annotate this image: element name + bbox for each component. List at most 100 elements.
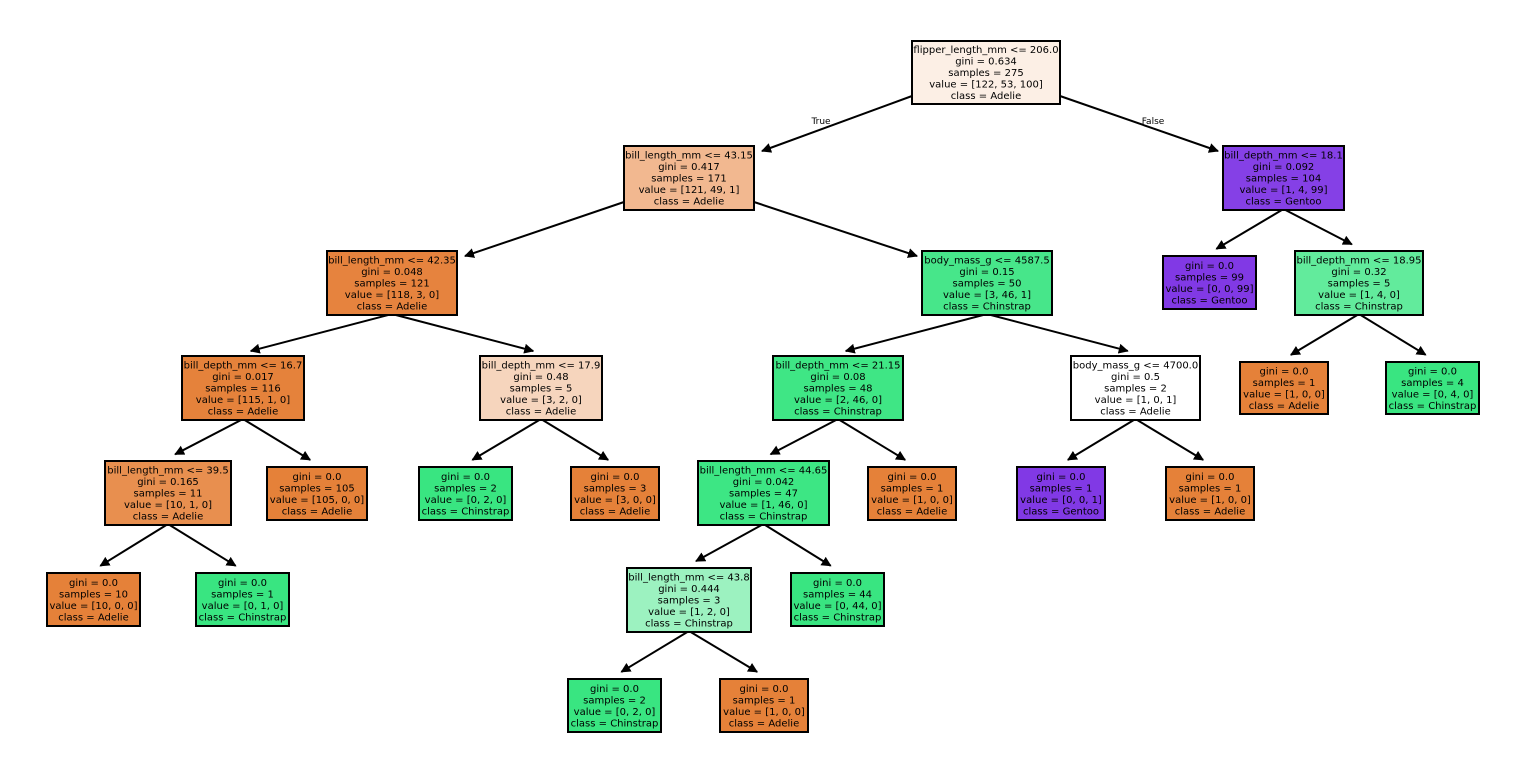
node-line: class = Chinstrap — [794, 612, 882, 623]
node-line: value = [1, 0, 0] — [723, 707, 805, 718]
node-line: bill_depth_mm <= 18.95 — [1296, 256, 1421, 267]
tree-edge — [1215, 208, 1285, 250]
node-line: value = [10, 1, 0] — [124, 500, 212, 511]
node-line: bill_length_mm <= 39.5 — [107, 466, 228, 477]
node-box — [181, 355, 305, 421]
node-line: gini = 0.0 — [1037, 472, 1086, 483]
tree-edge — [769, 418, 839, 456]
node-line: class = Adelie — [506, 407, 576, 418]
node-line: gini = 0.0 — [441, 472, 490, 483]
node-line: class = Chinstrap — [1315, 302, 1403, 313]
node-line: class = Chinstrap — [1389, 401, 1477, 412]
node-line: bill_length_mm <= 42.35 — [328, 256, 456, 267]
node-line: value = [0, 0, 99] — [1165, 284, 1253, 295]
node-line: value = [1, 0, 0] — [1243, 389, 1325, 400]
node-line: class = Gentoo — [1246, 197, 1322, 208]
node-line: bill_depth_mm <= 17.9 — [482, 361, 601, 372]
node-line: gini = 0.0 — [1186, 472, 1235, 483]
node-line: class = Adelie — [282, 506, 352, 517]
node-box — [326, 250, 458, 316]
node-line: class = Adelie — [877, 506, 947, 517]
node-box — [46, 572, 141, 627]
node-line: samples = 104 — [1246, 174, 1321, 185]
node-line: value = [1, 0, 0] — [1169, 495, 1251, 506]
node-line: bill_length_mm <= 43.15 — [625, 151, 753, 162]
node-box — [626, 567, 752, 633]
node-line: gini = 0.0 — [888, 472, 937, 483]
tree-edge — [471, 418, 542, 461]
node-box — [1162, 255, 1257, 310]
false-edge-label: False — [1142, 117, 1165, 127]
node-line: bill_depth_mm <= 16.7 — [184, 361, 303, 372]
node-line: value = [3, 46, 1] — [943, 290, 1031, 301]
node-line: samples = 3 — [584, 483, 647, 494]
node-line: gini = 0.0 — [590, 684, 639, 695]
node-line: bill_depth_mm <= 21.15 — [775, 361, 900, 372]
node-line: gini = 0.444 — [658, 584, 720, 595]
node-line: flipper_length_mm <= 206.0 — [913, 45, 1058, 56]
node-line: gini = 0.0 — [1408, 366, 1457, 377]
node-line: samples = 5 — [510, 384, 573, 395]
node-line: samples = 47 — [729, 489, 798, 500]
node-line: value = [1, 4, 0] — [1318, 290, 1400, 301]
node-box — [1294, 250, 1424, 316]
node-line: gini = 0.165 — [137, 477, 199, 488]
node-line: samples = 50 — [952, 279, 1021, 290]
node-line: samples = 1 — [1253, 378, 1316, 389]
node-line: samples = 10 — [59, 589, 128, 600]
node-line: class = Adelie — [58, 612, 128, 623]
tree-edge — [688, 630, 758, 673]
node-box — [266, 466, 368, 521]
tree-edge — [837, 418, 907, 461]
node-line: class = Chinstrap — [943, 302, 1031, 313]
node-line: samples = 1 — [1179, 483, 1242, 494]
node-box — [195, 572, 290, 627]
node-line: class = Chinstrap — [571, 718, 659, 729]
node-line: value = [2, 46, 0] — [794, 395, 882, 406]
node-line: bill_length_mm <= 44.65 — [700, 466, 828, 477]
edges-layer — [99, 95, 1427, 673]
node-line: bill_length_mm <= 43.8 — [628, 573, 749, 584]
node-box — [104, 460, 232, 526]
tree-edge — [762, 523, 832, 567]
node-line: value = [118, 3, 0] — [345, 290, 439, 301]
tree-edge — [99, 523, 169, 567]
tree-edge — [1290, 313, 1360, 356]
node-box — [867, 466, 957, 521]
node-line: value = [105, 0, 0] — [270, 495, 364, 506]
node-line: class = Gentoo — [1172, 295, 1248, 306]
tree-edge — [249, 313, 393, 354]
tree-edge — [844, 313, 988, 354]
tree-edge — [167, 523, 237, 567]
node-box — [1016, 466, 1106, 521]
node-line: value = [0, 2, 0] — [425, 495, 507, 506]
node-box — [1222, 145, 1345, 211]
node-line: gini = 0.048 — [361, 267, 423, 278]
node-line: class = Adelie — [580, 506, 650, 517]
node-line: value = [0, 4, 0] — [1392, 389, 1474, 400]
node-line: samples = 105 — [279, 483, 354, 494]
node-line: samples = 5 — [1328, 279, 1391, 290]
node-line: gini = 0.0 — [813, 578, 862, 589]
node-box — [1385, 361, 1480, 415]
node-box — [567, 678, 662, 733]
node-line: gini = 0.0 — [69, 578, 118, 589]
node-box — [772, 355, 904, 421]
node-line: value = [10, 0, 0] — [49, 601, 137, 612]
node-line: value = [1, 2, 0] — [648, 607, 730, 618]
node-line: class = Adelie — [654, 197, 724, 208]
node-line: gini = 0.0 — [740, 684, 789, 695]
node-line: value = [0, 1, 0] — [202, 601, 284, 612]
